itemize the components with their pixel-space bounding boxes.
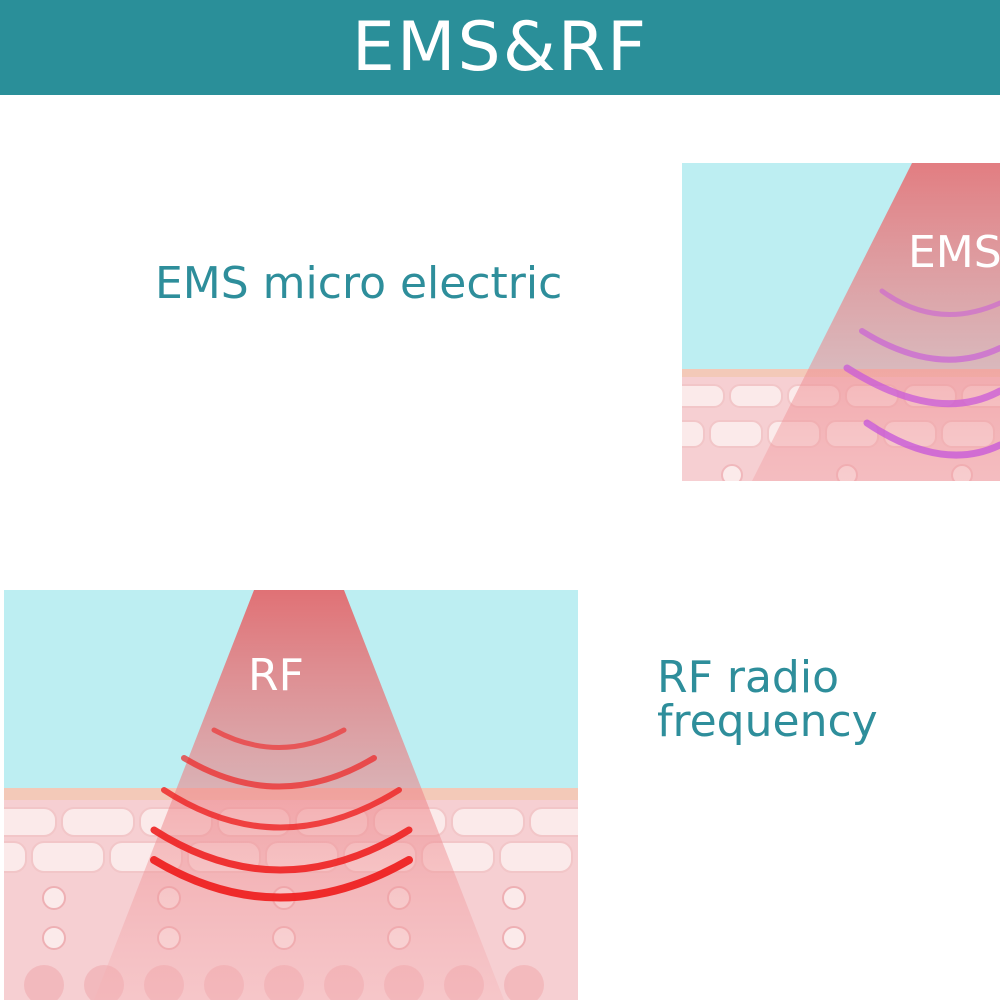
- rf-diagram-label: RF: [248, 650, 304, 701]
- rf-caption-line2: frequency: [657, 696, 878, 747]
- rf-waves: [150, 727, 413, 902]
- header-banner: EMS&RF: [0, 0, 1000, 95]
- ems-caption: EMS micro electric: [155, 258, 563, 309]
- ems-diagram: EMS: [682, 163, 1000, 481]
- ems-waves: [843, 288, 1000, 459]
- rf-caption-line1: RF radio: [657, 652, 839, 703]
- rf-caption: RF radio frequency: [657, 656, 878, 744]
- ems-diagram-label: EMS: [908, 227, 1000, 278]
- page-title: EMS&RF: [351, 7, 649, 87]
- rf-diagram: RF: [4, 590, 578, 1000]
- rf-beam: [94, 590, 504, 1000]
- ems-skin-illustration: [682, 163, 1000, 481]
- rf-skin-illustration: [4, 590, 578, 1000]
